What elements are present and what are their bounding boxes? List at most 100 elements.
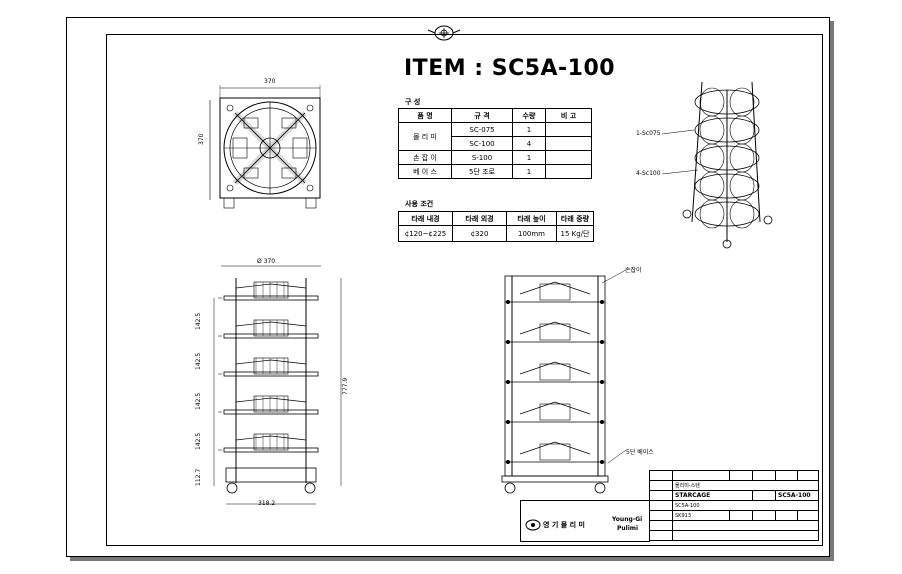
tier-arm [235, 321, 307, 327]
top-height-dim: 370 [198, 133, 205, 145]
item-title: ITEM : SC5A-100 [404, 56, 616, 81]
composition-heading: 구 성 [405, 98, 421, 106]
table-header-row: 타래 내경 타래 외경 타래 높이 타래 중량 [398, 211, 594, 226]
tier-dim: 142.5 [195, 352, 202, 370]
post [691, 81, 703, 223]
header-cell: 타래 외경 [452, 211, 507, 226]
bolt [600, 340, 604, 344]
table-header-row: 품 명 규 격 수량 비 고 [398, 108, 592, 123]
tier-dim: 112.7 [195, 468, 202, 486]
tier-hub [539, 443, 571, 461]
caster-wheel [594, 482, 606, 494]
tier-arm [519, 441, 591, 455]
bolt [506, 460, 510, 464]
qty-cell: 1 [512, 122, 546, 137]
coil [729, 87, 755, 117]
title-row: 몰리미-스텐 [649, 480, 819, 491]
tier-ring [694, 145, 760, 171]
tier-hub [539, 403, 571, 421]
table-row: 몰 리 미 SC-075 1 [398, 122, 592, 151]
tier-ring [694, 201, 760, 227]
caster-wheel [763, 215, 773, 225]
side-view-drawing [501, 275, 609, 494]
tier-plate [223, 409, 319, 415]
tb-cell [752, 470, 776, 481]
tb-cell [729, 470, 753, 481]
header-cell: 품 명 [398, 108, 452, 123]
base-frame [501, 475, 609, 483]
note-cell [545, 150, 592, 165]
table-row: 손 잡 이 S-100 1 [398, 150, 592, 165]
bolt [600, 300, 604, 304]
name-cell: 손 잡 이 [398, 150, 452, 165]
tb-cell [752, 510, 776, 521]
base-callout: 5단 베이스 [626, 449, 654, 456]
tier-plate [223, 333, 319, 339]
company-name-en: Young-Gi [612, 516, 643, 523]
tier-dim: 142.5 [195, 392, 202, 410]
title-block: 몰리미-스텐 STARCAGE SC5A-100 SC5A-100 SK913 [649, 470, 819, 541]
tier-hub [539, 283, 571, 301]
tier-hub [253, 433, 289, 451]
value-cell: 15 Kg/단 [556, 225, 594, 242]
post [751, 81, 761, 223]
table-row: ¢120~¢225 ¢320 100mm 15 Kg/단 [398, 225, 594, 242]
base-frame [225, 467, 317, 483]
company-name-en: Pulimi [617, 525, 639, 532]
tier-dim: 142.5 [195, 312, 202, 330]
tb-cell [796, 470, 819, 481]
value-cell: 100mm [506, 225, 557, 242]
title-row [649, 470, 819, 481]
qty-cell: 1 [512, 164, 546, 179]
spec-cell: SC-075 [451, 122, 513, 137]
note-cell [545, 164, 592, 179]
tier-hub [253, 395, 289, 413]
header-cell: 비 고 [545, 108, 592, 123]
handle-callout: 손잡이 [625, 267, 642, 274]
bolt [506, 380, 510, 384]
value-cell: ¢320 [452, 225, 507, 242]
company-logo-icon [427, 25, 461, 41]
caster-wheel [722, 239, 732, 249]
caster-wheel [682, 209, 692, 219]
coil [699, 199, 725, 229]
caster-wheel [504, 482, 516, 494]
bolt [506, 340, 510, 344]
bolt [506, 420, 510, 424]
header-cell: 타래 내경 [398, 211, 453, 226]
caster-wheel [226, 482, 238, 494]
title-row: STARCAGE SC5A-100 [649, 490, 819, 501]
tier-ring [694, 173, 760, 199]
tier-ring [694, 117, 760, 143]
diameter-dim: Ø 370 [257, 258, 276, 265]
tier-hub [539, 323, 571, 341]
table-row: 베 이 스 5단 조로 1 [398, 164, 592, 179]
tier-plate [223, 371, 319, 377]
header-cell: 규 격 [451, 108, 513, 123]
note-cell [545, 136, 592, 151]
value-cell: ¢120~¢225 [398, 225, 453, 242]
tier-hub [253, 357, 289, 375]
tb-cell [729, 510, 753, 521]
company-name: 영 기 몰 리 미 [543, 521, 585, 529]
frame-outline [504, 275, 606, 477]
tb-brand: STARCAGE [672, 490, 753, 501]
bolt [600, 380, 604, 384]
tier-hub [253, 281, 289, 299]
tb-cell [672, 470, 730, 481]
spec-cell: 5단 조로 [451, 164, 513, 179]
top-view-drawing [209, 85, 321, 209]
tier-ring [694, 89, 760, 115]
base-width-dim: 318.2 [258, 500, 276, 507]
callout-leaders [601, 269, 627, 464]
spec-cell: S-100 [451, 150, 513, 165]
title-row: SK913 [649, 510, 819, 521]
front-view-drawing [213, 265, 342, 505]
leader-line [661, 129, 695, 135]
tb-cell [775, 470, 798, 481]
tier-arm [235, 435, 307, 441]
usage-table: 타래 내경 타래 외경 타래 높이 타래 중량 ¢120~¢225 ¢320 1… [398, 211, 594, 242]
tier-arm [235, 359, 307, 365]
title-row [649, 520, 819, 531]
bolt [600, 420, 604, 424]
